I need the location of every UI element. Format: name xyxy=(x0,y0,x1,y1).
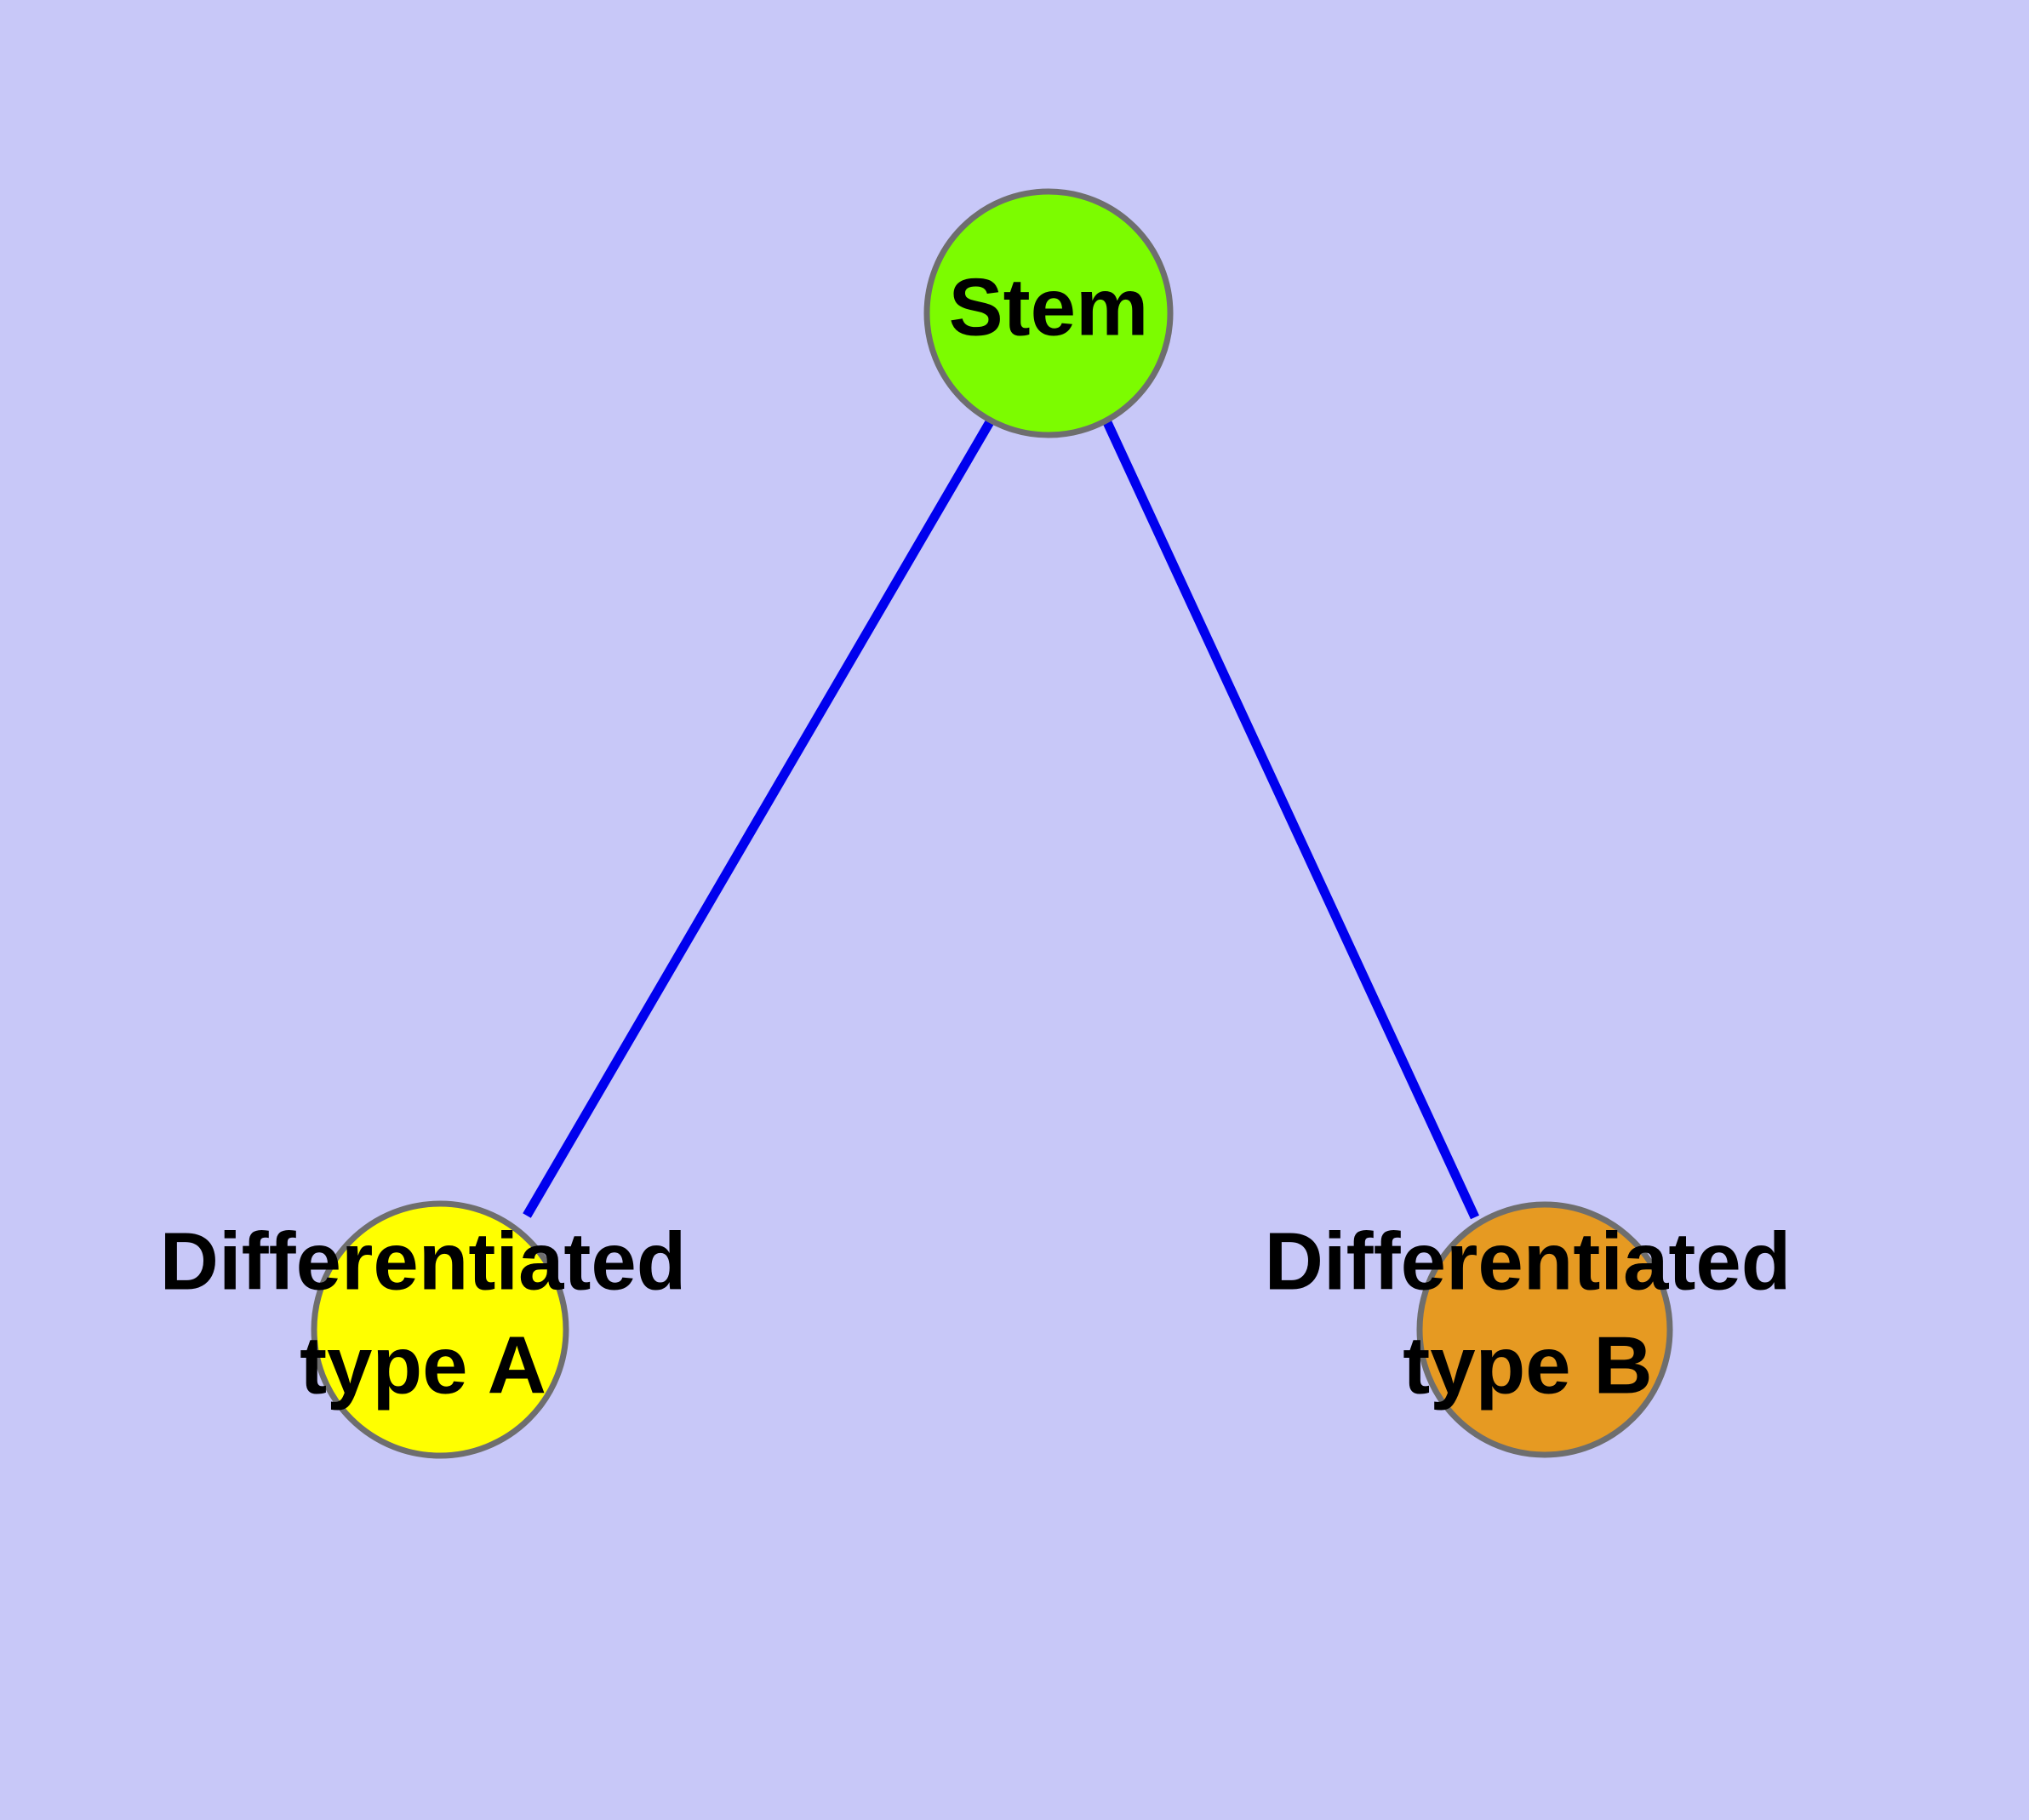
node-label-differentiated-type-a: Differentiated type A xyxy=(160,1216,687,1411)
node-label-stem: Stem xyxy=(949,261,1149,352)
edge-stem-to-type-a xyxy=(523,418,995,1218)
node-differentiated-type-a[interactable] xyxy=(311,1200,569,1459)
node-label-differentiated-type-b: Differentiated type B xyxy=(1265,1216,1792,1411)
node-differentiated-type-b[interactable] xyxy=(1416,1201,1673,1458)
node-label-line-differentiated-type-a-0: Differentiated xyxy=(160,1216,687,1307)
edge-layer xyxy=(523,418,1479,1220)
node-circle-differentiated-type-a[interactable] xyxy=(311,1200,569,1459)
edge-stem-to-type-b xyxy=(1102,418,1479,1220)
node-stem[interactable] xyxy=(923,188,1174,438)
node-label-line-differentiated-type-b-1: type B xyxy=(1403,1319,1652,1411)
node-label-line-stem-0: Stem xyxy=(949,261,1149,352)
node-label-line-differentiated-type-a-1: type A xyxy=(300,1319,546,1411)
node-circle-differentiated-type-b[interactable] xyxy=(1416,1201,1673,1458)
node-circle-stem[interactable] xyxy=(923,188,1174,438)
node-label-line-differentiated-type-b-0: Differentiated xyxy=(1265,1216,1792,1307)
